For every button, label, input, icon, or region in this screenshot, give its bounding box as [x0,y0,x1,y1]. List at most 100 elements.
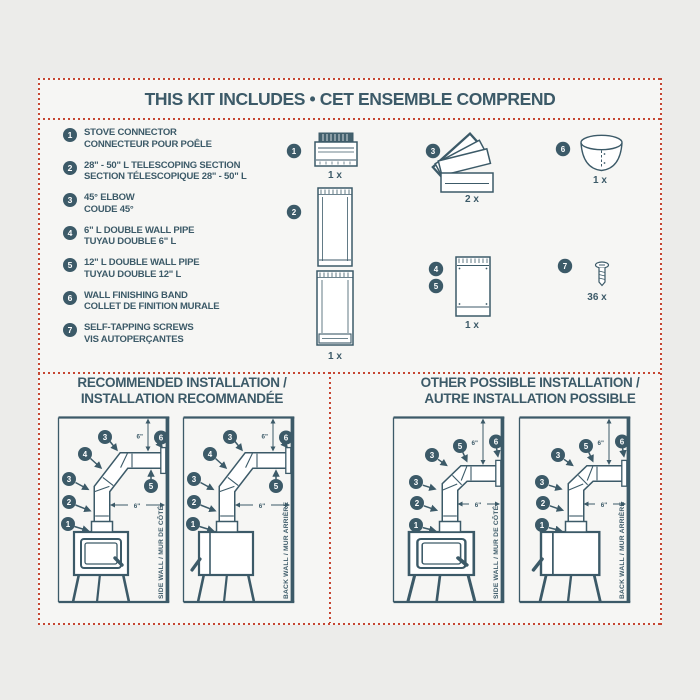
svg-text:1: 1 [191,520,196,529]
clearance-side-label: 6" [475,502,482,509]
clearance-top-label: 6" [262,434,269,441]
part-4-fr: TUYAU DOUBLE 6" L [84,236,177,247]
part-1-en: STOVE CONNECTOR [84,127,177,138]
other-installation-title: OTHER POSSIBLE INSTALLATION / AUTRE INST… [420,375,640,406]
room-outline [182,416,295,604]
room-outline [57,416,170,604]
svg-text:3: 3 [67,475,72,484]
svg-text:6: 6 [284,433,289,442]
svg-text:1: 1 [66,520,71,529]
kit-item-7: 7 SELF-TAPPING SCREWS VIS AUTOPERÇANTES [63,322,318,345]
fig-badge-5: 5 [428,278,444,294]
svg-text:6: 6 [159,433,164,442]
svg-text:2: 2 [415,499,420,508]
svg-text:5: 5 [584,442,589,451]
clearance-side-label: 6" [259,503,266,510]
stove-connector [90,520,114,533]
part-3-badge: 3 [63,193,77,207]
part-7-en: SELF-TAPPING SCREWS [84,322,194,333]
separator-mid [38,372,662,374]
dimension-arrows [110,418,165,508]
diagram-badge-2: 2 [62,495,92,513]
svg-text:5: 5 [274,482,279,491]
diagram-badge-6: 6 [154,430,168,449]
part-7-badge: 7 [63,323,77,337]
clearance-side-label: 6" [601,502,608,509]
stove-connector [438,520,462,533]
svg-text:3: 3 [430,451,435,460]
dimension-arrows [457,418,500,507]
telescoping-section-figure [316,187,354,346]
room-outline [392,416,505,604]
diagram-recommended-side-wall: 6" 6" 3 4 3 2 1 6 5 SIDE WALL / [57,416,170,604]
stove [71,530,131,604]
svg-text:1: 1 [414,521,419,530]
part-2-en: 28" - 50" L TELESCOPING SECTION [84,159,241,171]
stove-connector [215,520,239,533]
part-7-fr: VIS AUTOPERÇANTES [84,333,184,345]
wall-label: SIDE WALL / MUR DE CÔTÉ [491,505,500,599]
wall-label: SIDE WALL / MUR DE CÔTÉ [156,505,165,599]
svg-text:2: 2 [192,498,197,507]
border-top [38,78,662,80]
diagram-badge-3b: 3 [535,475,563,491]
diagram-badge-3b: 3 [409,475,437,491]
wall [165,417,170,602]
screws-qty: 36 x [587,292,607,303]
border-right [660,78,662,625]
diagram-badge-4: 4 [203,447,228,470]
part-2-badge: 2 [63,160,77,175]
part-6-badge: 6 [63,290,77,305]
fig-badge-6: 6 [555,141,571,157]
clearance-top-label: 6" [472,440,479,447]
diagram-badge-4: 4 [78,447,103,470]
fig-badge-1: 1 [286,143,302,159]
wall [626,417,631,602]
diagram-badge-6: 6 [279,430,293,449]
svg-text:3: 3 [228,433,233,442]
diagram-badge-5: 5 [579,439,594,463]
part-5-en: 12" L DOUBLE WALL PIPE [84,257,200,268]
diagram-badge-3b: 3 [187,472,215,491]
kit-item-4: 4 6" L DOUBLE WALL PIPE TUYAU DOUBLE 6" … [63,225,318,248]
stove [531,530,603,604]
diagram-badge-1: 1 [186,517,215,533]
kit-title: THIS KIT INCLUDES • CET ENSEMBLE COMPREN… [144,89,556,109]
dimension-arrows [583,418,626,507]
wall-band [621,459,628,487]
stove [190,530,256,604]
wall [500,417,505,602]
wall [290,417,295,602]
diagram-other-back-wall: 6" 6" 3 3 2 1 5 6 BACK WALL / MUR ARRIÈR… [518,416,631,604]
diagram-badge-5: 5 [269,469,283,493]
wall-label: BACK WALL / MUR ARRIÈRE [281,502,290,599]
pipe [90,446,167,533]
svg-text:3: 3 [540,478,545,487]
screw-figure [594,261,610,287]
svg-text:5: 5 [458,442,463,451]
clearance-top-label: 6" [137,434,144,441]
part-3-en: 45° ELBOW [84,192,135,203]
recommended-installation-title: RECOMMENDED INSTALLATION / INSTALLATION … [77,375,287,406]
fig-badge-2: 2 [286,204,302,220]
border-left [38,78,40,625]
part-6-fr: COLLET DE FINITION MURALE [84,301,220,312]
diagram-other-side-wall: 6" 6" 3 3 2 1 5 6 SIDE WALL / MUR DE CÔT… [392,416,505,623]
diagram-badge-6: 6 [489,434,503,458]
dimension-arrows [235,418,290,508]
diagram-badge-1: 1 [61,517,90,533]
diagram-badge-5: 5 [453,439,468,463]
telescoping-qty: 1 x [328,351,342,362]
svg-text:4: 4 [208,450,213,459]
pipe [215,446,292,533]
instruction-sheet: THIS KIT INCLUDES • CET ENSEMBLE COMPREN… [38,78,662,625]
fig-badge-4: 4 [428,261,444,277]
fig-badge-7: 7 [557,258,573,274]
elbow-qty: 2 x [465,194,479,205]
fig-badge-3: 3 [425,143,441,159]
kit-figures: 1 1 x 2 [286,132,623,362]
svg-text:2: 2 [292,208,297,217]
separator-install-center [329,372,331,623]
svg-text:3: 3 [192,475,197,484]
part-5-fr: TUYAU DOUBLE 12" L [84,268,182,280]
